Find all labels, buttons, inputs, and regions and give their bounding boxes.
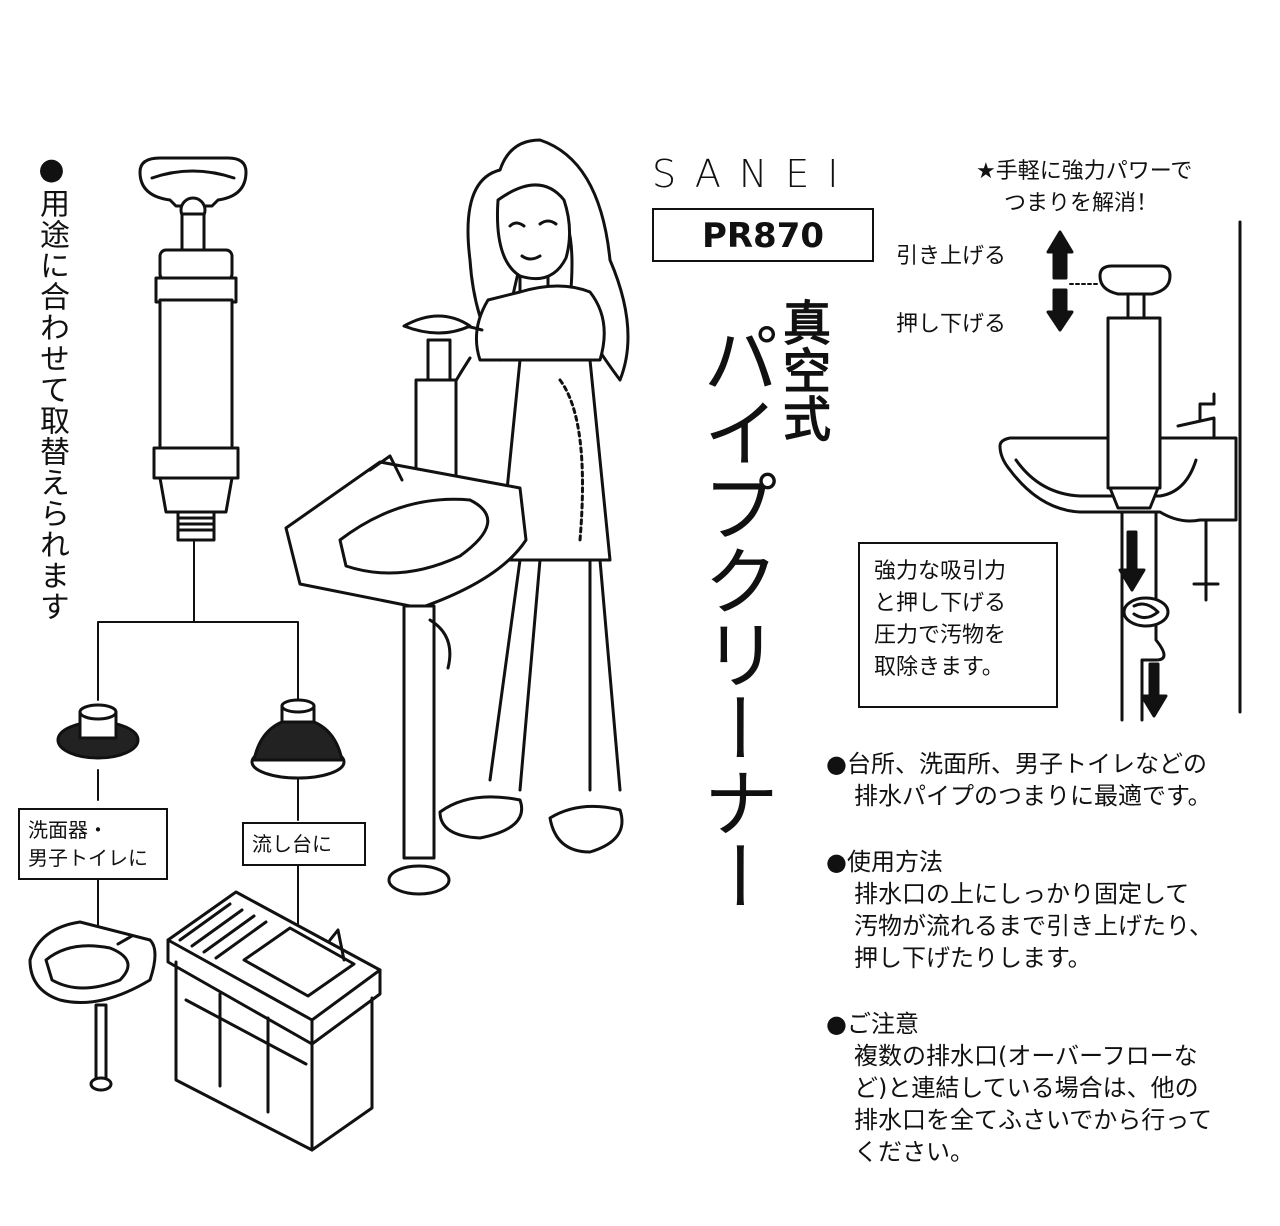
info-line2: と押し下げる xyxy=(874,591,1007,616)
info-line4: 取除きます。 xyxy=(874,655,1004,680)
sink-attachment-label: 流し台に xyxy=(242,822,366,866)
basin-label-line1: 洗面器・ xyxy=(28,818,108,842)
product-title-main: パイプクリーナー xyxy=(690,320,779,912)
note3-line3: 排水口を全てふさいでから行って xyxy=(854,1106,1213,1134)
attachment-connector-lines xyxy=(97,539,299,1001)
kitchen-sink-cabinet-illustration xyxy=(166,890,382,1152)
up-down-arrows xyxy=(1046,230,1099,332)
note-suitable-uses: ●台所、洗面所、男子トイレなどの 排水パイプのつまりに最適です。 xyxy=(826,748,1212,812)
note2-line3: 押し下げたりします。 xyxy=(854,944,1092,972)
brand-logo-text: SANEI xyxy=(652,152,857,196)
note1-line2: 排水パイプのつまりに最適です。 xyxy=(854,782,1212,810)
pedestal-sink-illustration xyxy=(284,454,528,896)
basin-attachment-label: 洗面器・ 男子トイレに xyxy=(18,808,168,880)
plunger-in-sink-diagram xyxy=(998,220,1242,722)
note2-heading: ●使用方法 xyxy=(826,848,943,876)
product-title-sub: 真空式 xyxy=(774,298,830,442)
suction-info-box: 強力な吸引力 と押し下げる 圧力で汚物を 取除きます。 xyxy=(858,542,1058,708)
model-number: PR870 xyxy=(652,208,874,262)
note3-heading: ●ご注意 xyxy=(826,1010,919,1038)
note3-line2: ど)と連結している場合は、他の xyxy=(854,1074,1199,1102)
note2-line1: 排水口の上にしっかり固定して xyxy=(854,880,1190,908)
note1-line1: ●台所、洗面所、男子トイレなどの xyxy=(826,750,1207,778)
large-cup-attachment xyxy=(250,698,346,780)
note2-line2: 汚物が流れるまで引き上げたり、 xyxy=(854,912,1214,940)
small-cup-attachment xyxy=(56,703,140,760)
note3-line1: 複数の排水口(オーバーフローな xyxy=(854,1042,1198,1070)
tagline-line2: つまりを解消！ xyxy=(1004,191,1159,216)
note-caution: ●ご注意 複数の排水口(オーバーフローな ど)と連結している場合は、他の 排水口… xyxy=(826,1008,1212,1168)
note-usage-method: ●使用方法 排水口の上にしっかり固定して 汚物が流れるまで引き上げたり、 押し下… xyxy=(826,846,1213,974)
washbasin-illustration xyxy=(28,920,157,1092)
usage-description: ●用途に合わせて取替えられます xyxy=(34,152,69,622)
info-line3: 圧力で汚物を xyxy=(874,623,1007,648)
note3-line4: ください。 xyxy=(854,1138,974,1166)
pull-up-label: 引き上げる xyxy=(896,244,1007,269)
pipe-cleaner-product-illustration xyxy=(138,156,248,542)
push-down-label: 押し下げる xyxy=(896,312,1007,337)
info-line1: 強力な吸引力 xyxy=(874,559,1007,584)
tagline-line1: ★手軽に強力パワーで xyxy=(976,159,1193,184)
tagline: ★手軽に強力パワーで つまりを解消！ xyxy=(976,156,1192,220)
basin-label-line2: 男子トイレに xyxy=(28,846,148,870)
